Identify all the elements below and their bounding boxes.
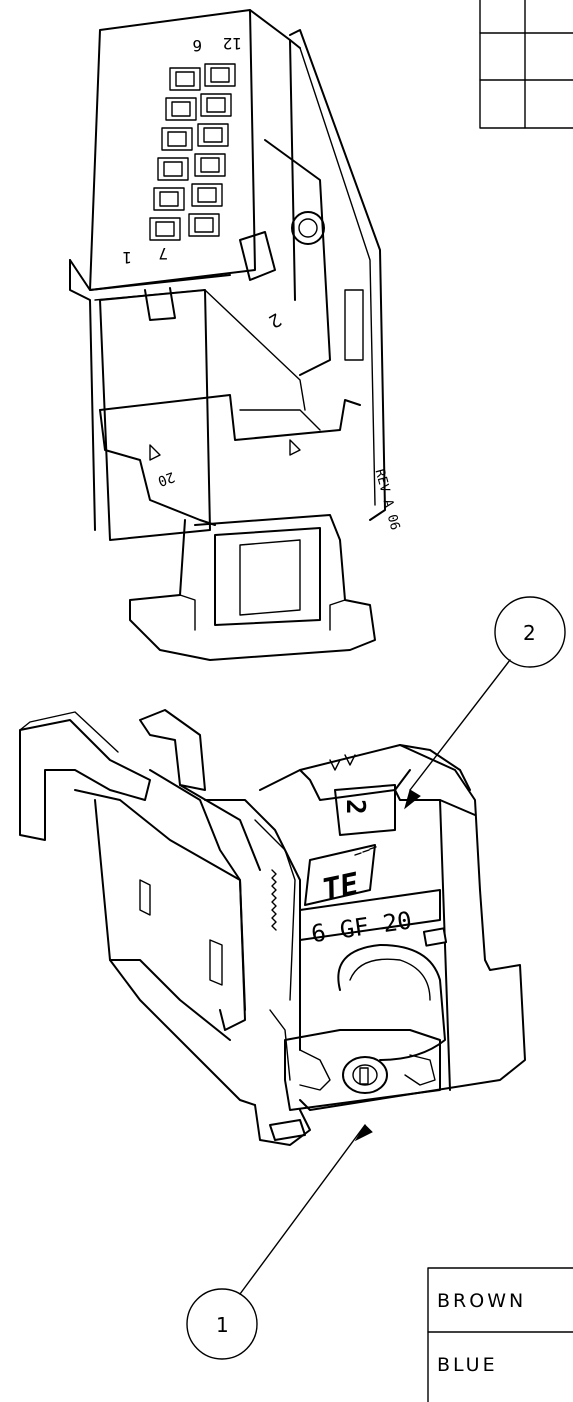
side-code: 20 <box>155 468 176 489</box>
revision-mark: REV A 06 <box>372 467 403 531</box>
balloon-1: 1 <box>186 1124 373 1360</box>
pin-number-1: 1 <box>122 248 132 267</box>
key-code-text: 2 <box>340 799 370 815</box>
pin-number-12: 12 <box>223 34 242 53</box>
wire-color-table: BROWN BLUE <box>427 1267 573 1402</box>
balloon-2-number: 2 <box>523 621 536 645</box>
balloon-2: 2 <box>404 596 566 810</box>
connector-upper-view: 6 12 1 7 2 20 REV A 06 <box>69 9 403 661</box>
wire-color-brown: BROWN <box>437 1290 526 1312</box>
side-mark-2: 2 <box>265 308 285 332</box>
cavity-grid <box>149 63 236 241</box>
connector-lower-view: TE 6 GF 20 2 <box>19 709 526 1146</box>
brand-logo-te: TE <box>319 866 363 908</box>
pin-number-6: 6 <box>192 36 202 55</box>
wire-color-blue: BLUE <box>437 1354 498 1376</box>
part-code-text: 6 GF 20 <box>309 906 413 948</box>
title-block-grid <box>479 0 573 129</box>
pin-number-7: 7 <box>158 244 168 263</box>
balloon-1-number: 1 <box>216 1313 229 1337</box>
